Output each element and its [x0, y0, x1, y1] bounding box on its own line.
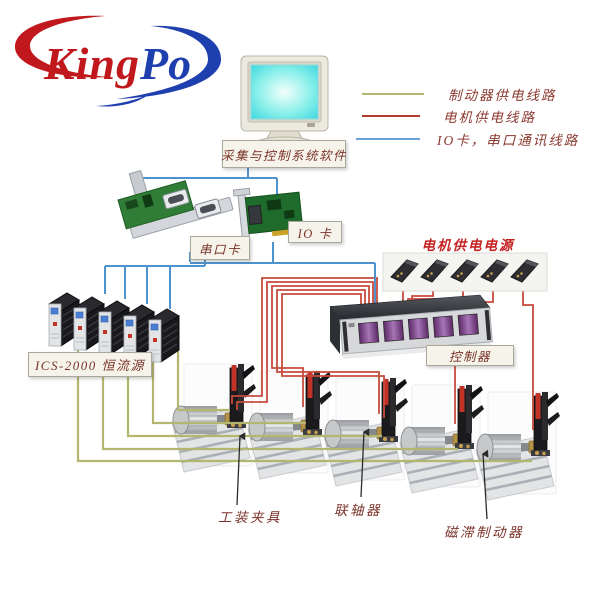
fixture-arrow: [236, 432, 246, 506]
software-label: 采集与控制系统软件: [221, 140, 346, 168]
coupling-arrow: [360, 428, 370, 498]
logo-text-po: Po: [139, 38, 191, 89]
legend-swatch-brake: [362, 93, 424, 95]
motor-power-label: 电机供电电源: [421, 238, 515, 253]
test-station: [170, 362, 258, 474]
test-station: [246, 369, 334, 481]
monitor-screen: [250, 64, 319, 120]
brake-arrow: [481, 449, 489, 520]
legend-label-motor: 电机供电线路: [443, 110, 536, 125]
legend-swatch-comm: [356, 138, 420, 140]
test-station: [398, 383, 486, 495]
callout-arrows: [236, 428, 489, 520]
legend-label-comm: IO卡，串口通讯线路: [437, 133, 580, 148]
legend-label-brake: 制动器供电线路: [448, 88, 557, 103]
monitor: [240, 55, 329, 150]
current-source-label: ICS-2000 恒流源: [28, 352, 152, 377]
db9-port: [194, 198, 222, 219]
logo-swoosh-right: [116, 25, 222, 100]
kingpo-logo: King Po: [15, 15, 222, 107]
test-stations: [170, 362, 562, 502]
motor-power-supplies: [382, 252, 548, 292]
logo-swoosh-left: [15, 15, 110, 78]
coupling-callout: 联轴器: [334, 503, 382, 518]
db9-port: [162, 188, 190, 210]
legend-row-motor: 电机供电线路: [362, 106, 536, 126]
test-station: [474, 390, 562, 502]
legend-row-brake: 制动器供电线路: [362, 84, 557, 104]
controller-device: [329, 294, 493, 359]
ics-unit: [148, 308, 180, 363]
logo-swoosh-tail: [96, 95, 148, 107]
brake-callout: 磁滞制动器: [444, 525, 524, 540]
logo-text-king: King: [43, 38, 140, 89]
legend-swatch-motor: [362, 115, 420, 117]
serial-card-label: 串口卡: [190, 236, 250, 260]
motor-supply-wires: [231, 277, 534, 430]
test-station: [322, 376, 410, 488]
controller-label: 控制器: [426, 345, 514, 366]
legend-row-comm: IO卡，串口通讯线路: [356, 129, 579, 149]
io-card-label: IO 卡: [288, 221, 342, 243]
fixture-callout: 工装夹具: [218, 510, 282, 525]
serial-port-card: [117, 169, 234, 239]
